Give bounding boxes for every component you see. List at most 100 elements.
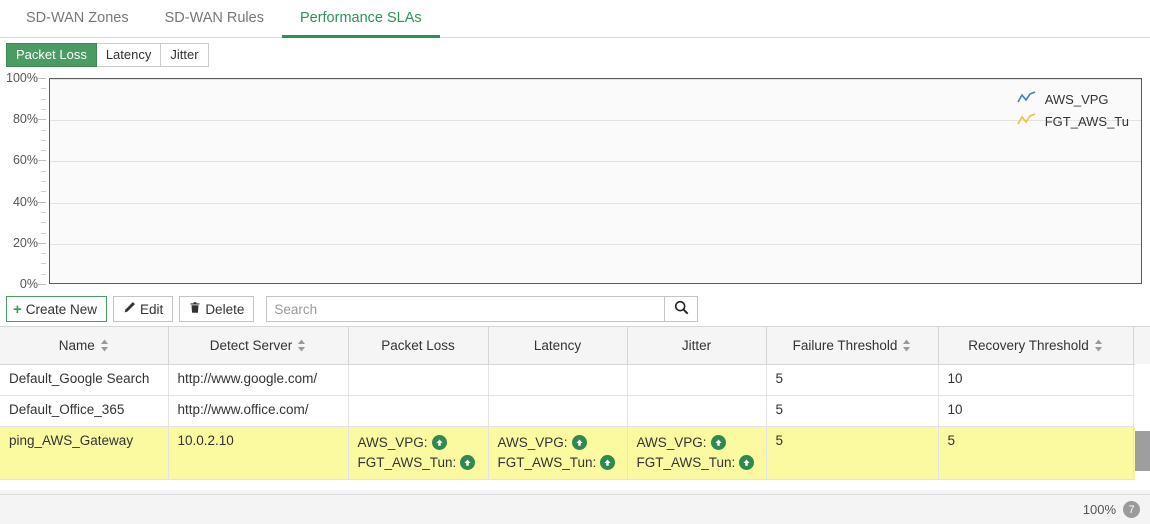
table-toolbar: + Create New Edit Delete	[0, 292, 1150, 326]
y-axis-tick	[38, 242, 46, 244]
cell-packet-loss	[348, 395, 489, 427]
legend-line-icon	[1017, 91, 1037, 108]
plus-icon: +	[13, 300, 22, 318]
cell-failure-threshold: 5	[766, 426, 939, 480]
sort-arrows-icon[interactable]	[297, 339, 306, 352]
column-header-packet-loss: Packet Loss	[348, 327, 489, 365]
y-axis-minor-tick	[41, 263, 46, 265]
column-header-label: Detect Server	[209, 337, 293, 353]
create-new-button[interactable]: + Create New	[6, 296, 108, 322]
cell-jitter: AWS_VPG: FGT_AWS_Tun:	[627, 426, 767, 480]
member-status: FGT_AWS_Tun:	[358, 453, 479, 473]
cell-failure-threshold: 5	[766, 395, 939, 427]
main-tab-bar: SD-WAN Zones SD-WAN Rules Performance SLAs	[0, 0, 1150, 38]
member-label: FGT_AWS_Tun:	[636, 454, 736, 470]
search-input[interactable]	[266, 296, 665, 322]
cell-failure-threshold: 5	[766, 364, 939, 396]
search-box	[266, 296, 699, 322]
cell-jitter	[627, 395, 767, 427]
cell-name: Default_Google Search	[0, 364, 169, 396]
chart-gridline	[50, 79, 1141, 80]
y-axis-minor-tick	[41, 170, 46, 172]
search-button[interactable]	[664, 296, 699, 322]
status-up-arrow-icon	[460, 455, 476, 470]
column-header-failure-threshold[interactable]: Failure Threshold	[766, 327, 939, 365]
y-axis-tick	[38, 201, 46, 203]
subtab-packet-loss[interactable]: Packet Loss	[6, 42, 97, 67]
tab-sd-wan-zones[interactable]: SD-WAN Zones	[8, 0, 147, 38]
member-label: AWS_VPG:	[357, 434, 428, 450]
cell-detect-server: 10.0.2.10	[168, 426, 349, 480]
column-header-latency: Latency	[488, 327, 628, 365]
notification-badge[interactable]: 7	[1123, 501, 1140, 518]
legend-item[interactable]: AWS_VPG	[1017, 91, 1129, 108]
member-label: FGT_AWS_Tun:	[497, 454, 597, 470]
cell-packet-loss: AWS_VPG: FGT_AWS_Tun:	[348, 426, 489, 480]
y-axis-minor-tick	[41, 88, 46, 90]
y-axis-tick-label: 20%	[12, 235, 38, 250]
table-scrollbar-thumb[interactable]	[1135, 431, 1150, 471]
tab-performance-slas[interactable]: Performance SLAs	[281, 0, 440, 38]
y-axis-tick	[38, 160, 46, 162]
y-axis-minor-tick	[41, 273, 46, 275]
cell-detect-server: http://www.office.com/	[168, 395, 349, 427]
chart-y-axis: 0%20%40%60%80%100%	[0, 70, 44, 292]
cell-name: Default_Office_365	[0, 395, 169, 427]
subtab-latency[interactable]: Latency	[96, 42, 162, 67]
status-up-arrow-icon	[571, 435, 587, 450]
edit-label: Edit	[140, 301, 164, 317]
cell-detect-server: http://www.google.com/	[168, 364, 349, 396]
delete-button[interactable]: Delete	[179, 296, 255, 322]
y-axis-tick	[38, 284, 46, 285]
member-label: AWS_VPG:	[636, 434, 707, 450]
tab-label: SD-WAN Rules	[164, 9, 264, 26]
cell-recovery-threshold: 10	[938, 364, 1134, 396]
edit-button[interactable]: Edit	[113, 296, 174, 322]
content-filler	[0, 490, 1150, 494]
member-status: AWS_VPG:	[498, 433, 618, 453]
member-status: AWS_VPG:	[637, 433, 757, 453]
tab-label: SD-WAN Zones	[26, 9, 129, 26]
tab-sd-wan-rules[interactable]: SD-WAN Rules	[147, 0, 282, 38]
cell-jitter	[627, 364, 767, 396]
sort-arrows-icon[interactable]	[902, 339, 911, 352]
subtab-jitter[interactable]: Jitter	[161, 42, 209, 67]
column-header-name[interactable]: Name	[0, 327, 169, 365]
y-axis-tick-label: 60%	[12, 153, 38, 168]
status-bar: 100% 7	[0, 494, 1150, 524]
search-icon	[674, 300, 689, 318]
column-header-label: Name	[58, 337, 95, 353]
y-axis-minor-tick	[41, 211, 46, 213]
sort-arrows-icon[interactable]	[1094, 339, 1103, 352]
legend-item[interactable]: FGT_AWS_Tu	[1017, 113, 1129, 130]
column-header-detect-server[interactable]: Detect Server	[168, 327, 349, 365]
column-header-label: Failure Threshold	[792, 337, 898, 353]
y-axis-tick-label: 0%	[19, 277, 38, 291]
pencil-icon	[123, 301, 136, 317]
tab-label: Performance SLAs	[299, 9, 422, 26]
status-up-arrow-icon	[600, 455, 616, 470]
chart-plot-area: AWS_VPG FGT_AWS_Tu	[49, 78, 1142, 284]
member-label: AWS_VPG:	[497, 434, 568, 450]
column-header-jitter: Jitter	[627, 327, 767, 365]
cell-latency	[488, 364, 628, 396]
column-header-spacer	[1133, 327, 1150, 365]
y-axis-minor-tick	[41, 222, 46, 224]
member-status: FGT_AWS_Tun:	[637, 453, 757, 473]
sort-arrows-icon[interactable]	[100, 339, 109, 352]
y-axis-minor-tick	[41, 139, 46, 141]
delete-label: Delete	[205, 301, 245, 317]
y-axis-minor-tick	[41, 191, 46, 193]
column-header-recovery-threshold[interactable]: Recovery Threshold	[938, 327, 1134, 365]
y-axis-minor-tick	[41, 108, 46, 110]
member-status: AWS_VPG:	[358, 433, 479, 453]
trash-icon	[189, 301, 201, 317]
